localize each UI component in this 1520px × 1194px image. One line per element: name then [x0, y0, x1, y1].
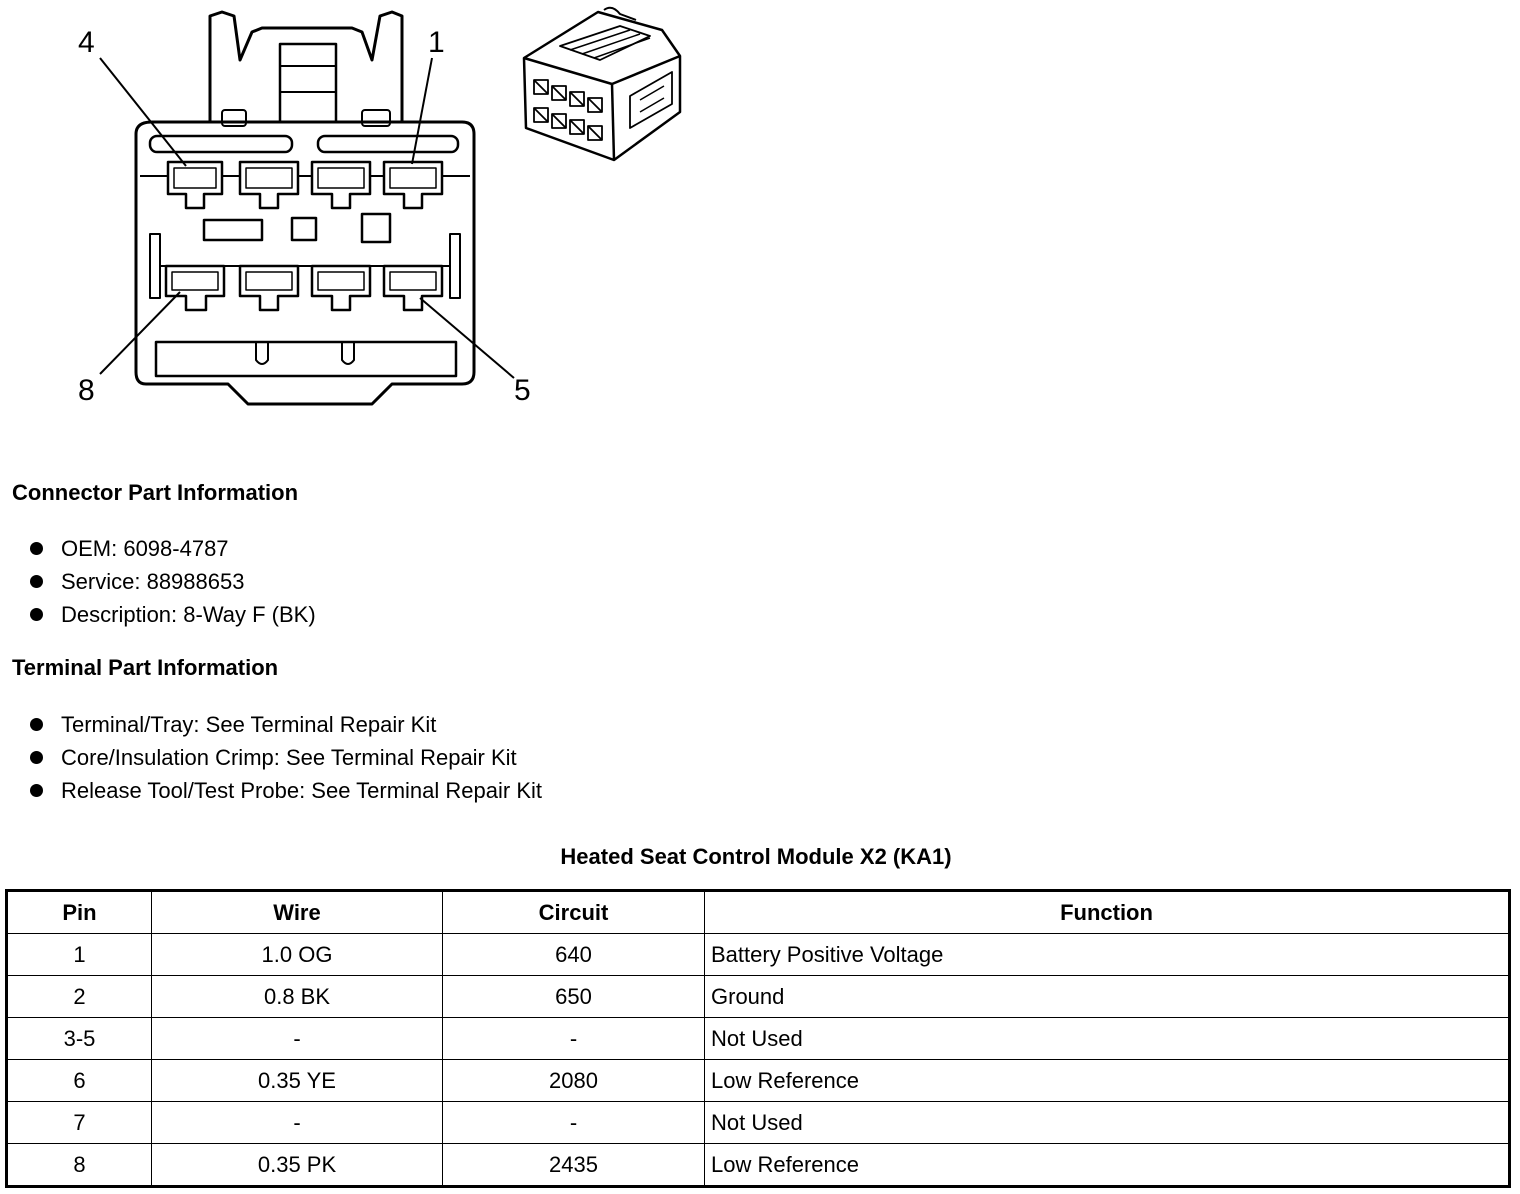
- function-cell: Low Reference: [704, 1059, 1510, 1102]
- bullet-icon: [30, 751, 43, 764]
- connector-face-diagram: 4 1 8 5: [78, 6, 682, 407]
- table-row: 1 1.0 OG 640 Battery Positive Voltage: [6, 933, 1510, 976]
- function-cell: Ground: [704, 975, 1510, 1018]
- pin-cell: 6: [6, 1059, 152, 1102]
- table-row: 8 0.35 PK 2435 Low Reference: [6, 1143, 1510, 1187]
- connector-info-heading: Connector Part Information: [12, 480, 299, 505]
- list-item: OEM: 6098-4787: [30, 532, 316, 565]
- circuit-cell: 640: [442, 933, 705, 976]
- column-header-circuit: Circuit: [442, 890, 705, 934]
- column-header-function: Function: [704, 890, 1510, 934]
- terminal-info-heading: Terminal Part Information: [12, 655, 279, 680]
- terminal-info-list: Terminal/Tray: See Terminal Repair Kit C…: [30, 708, 542, 807]
- circuit-cell: 650: [442, 975, 705, 1018]
- circuit-cell: 2435: [442, 1143, 705, 1187]
- bullet-icon: [30, 575, 43, 588]
- cavity-3: [238, 160, 300, 210]
- callout-pin-1: 1: [428, 26, 445, 59]
- callout-pin-8: 8: [78, 374, 95, 407]
- wire-cell: -: [151, 1017, 443, 1060]
- circuit-cell: -: [442, 1017, 705, 1060]
- pinout-table: Pin Wire Circuit Function 1 1.0 OG 640 B…: [5, 889, 1511, 1188]
- table-title: Heated Seat Control Module X2 (KA1): [560, 844, 952, 869]
- cavity-5: [382, 264, 444, 312]
- column-header-pin: Pin: [6, 890, 152, 934]
- bullet-icon: [30, 542, 43, 555]
- pin-cell: 8: [6, 1143, 152, 1187]
- cavity-6: [310, 264, 372, 312]
- table-row: 2 0.8 BK 650 Ground: [6, 975, 1510, 1018]
- callout-pin-5: 5: [514, 374, 531, 407]
- circuit-cell: -: [442, 1101, 705, 1144]
- connector-housing: [134, 120, 476, 406]
- function-cell: Battery Positive Voltage: [704, 933, 1510, 976]
- cavity-1: [382, 160, 444, 210]
- wire-cell: -: [151, 1101, 443, 1144]
- pin-cell: 7: [6, 1101, 152, 1144]
- pin-cell: 3-5: [6, 1017, 152, 1060]
- connector-info-list: OEM: 6098-4787 Service: 88988653 Descrip…: [30, 532, 316, 631]
- table-row: 7 - - Not Used: [6, 1101, 1510, 1144]
- wire-cell: 1.0 OG: [151, 933, 443, 976]
- circuit-cell: 2080: [442, 1059, 705, 1102]
- list-item: Release Tool/Test Probe: See Terminal Re…: [30, 774, 542, 807]
- wire-cell: 0.35 PK: [151, 1143, 443, 1187]
- pin-cell: 1: [6, 933, 152, 976]
- connector-isometric-view: [522, 6, 682, 162]
- list-item: Service: 88988653: [30, 565, 316, 598]
- table-row: 6 0.35 YE 2080 Low Reference: [6, 1059, 1510, 1102]
- function-cell: Low Reference: [704, 1143, 1510, 1187]
- pin-cell: 2: [6, 975, 152, 1018]
- function-cell: Not Used: [704, 1017, 1510, 1060]
- table-header-row: Pin Wire Circuit Function: [6, 890, 1510, 934]
- cavity-4: [166, 160, 224, 210]
- callout-pin-4: 4: [78, 26, 95, 59]
- table-row: 3-5 - - Not Used: [6, 1017, 1510, 1060]
- wire-cell: 0.35 YE: [151, 1059, 443, 1102]
- list-item: Terminal/Tray: See Terminal Repair Kit: [30, 708, 542, 741]
- cavity-7: [238, 264, 300, 312]
- connector-latch: [208, 10, 404, 122]
- bullet-icon: [30, 718, 43, 731]
- column-header-wire: Wire: [151, 890, 443, 934]
- wire-cell: 0.8 BK: [151, 975, 443, 1018]
- cavity-8: [164, 264, 226, 312]
- function-cell: Not Used: [704, 1101, 1510, 1144]
- bullet-icon: [30, 784, 43, 797]
- bullet-icon: [30, 608, 43, 621]
- list-item: Core/Insulation Crimp: See Terminal Repa…: [30, 741, 542, 774]
- list-item: Description: 8-Way F (BK): [30, 598, 316, 631]
- cavity-2: [310, 160, 372, 210]
